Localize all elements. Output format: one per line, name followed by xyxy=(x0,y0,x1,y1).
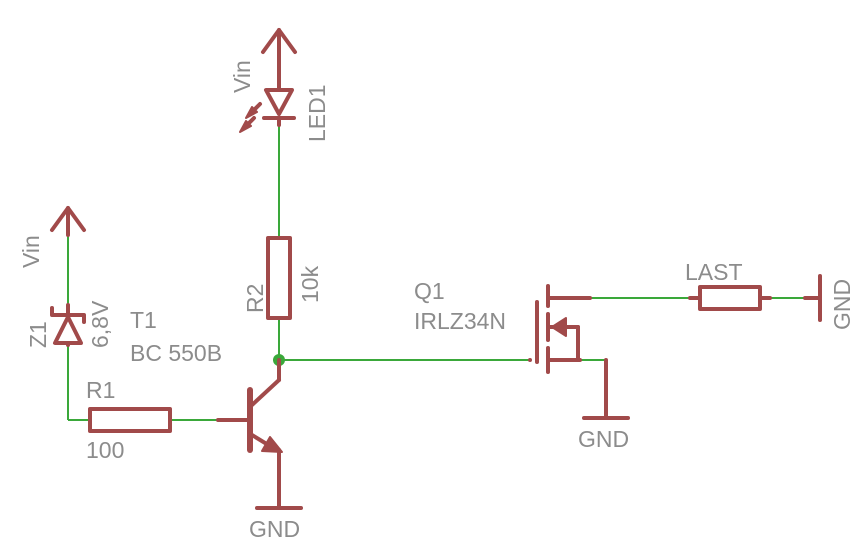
t1-symbol xyxy=(216,358,283,510)
gnd-q1-label: GND xyxy=(578,426,629,452)
r1-name-label: R1 xyxy=(86,377,115,403)
q1-name-label: Q1 xyxy=(414,278,445,304)
led1-label: LED1 xyxy=(304,84,330,142)
r2-symbol xyxy=(266,236,292,320)
r1-value-label: 100 xyxy=(86,437,124,463)
r2-name-label: R2 xyxy=(242,284,268,313)
z1-name-label: Z1 xyxy=(25,321,51,348)
gnd-t1-label: GND xyxy=(249,516,300,542)
t1-name-label: T1 xyxy=(130,307,157,333)
z1-value-label: 6,8V xyxy=(87,300,113,348)
vin-arrow-zener xyxy=(50,206,86,237)
gnd-last-label: GND xyxy=(829,279,855,330)
q1-value-label: IRLZ34N xyxy=(414,308,506,334)
r1-symbol xyxy=(88,407,172,433)
q1-symbol xyxy=(528,284,608,420)
led1-symbol xyxy=(239,73,296,133)
r2-value-label: 10k xyxy=(297,265,323,303)
wires xyxy=(67,75,805,421)
gnd-symbol-last xyxy=(803,274,822,322)
last-label: LAST xyxy=(685,259,743,285)
vin-led-label: Vin xyxy=(229,60,255,93)
t1-value-label: BC 550B xyxy=(130,340,222,366)
vin-arrow-led xyxy=(261,28,297,77)
vin-zener-label: Vin xyxy=(18,235,44,268)
z1-symbol xyxy=(50,303,86,347)
last-symbol xyxy=(688,285,772,311)
